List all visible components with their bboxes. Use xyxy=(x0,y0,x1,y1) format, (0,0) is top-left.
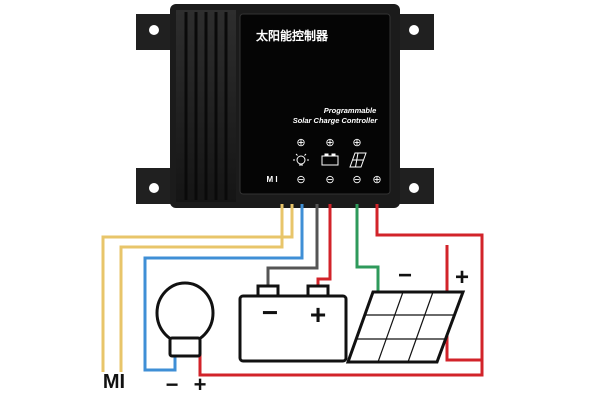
controller-housing xyxy=(170,4,400,208)
faceplate xyxy=(239,13,391,195)
battery-icon xyxy=(321,153,339,166)
wire-lamp-positive xyxy=(198,348,484,377)
panel-plus-symbol: ⊕ xyxy=(372,174,381,186)
battery-plus-symbol: ⊕ xyxy=(325,137,334,149)
wire-battery-positive xyxy=(316,212,332,295)
lamp-icon xyxy=(293,153,309,166)
lamp-minus-symbol: ⊖ xyxy=(296,174,305,186)
wire-mi-2 xyxy=(119,212,284,372)
lamp-plus-label: + xyxy=(194,372,207,397)
lamp-minus-label: − xyxy=(166,372,179,397)
lamp-plus-symbol: ⊕ xyxy=(296,137,305,149)
wire-panel-positive xyxy=(375,212,484,362)
mounting-hole xyxy=(409,25,419,35)
battery xyxy=(238,284,348,363)
solar-panel-icon xyxy=(349,152,367,168)
wire-panel-negative xyxy=(355,212,380,292)
solar-panel xyxy=(345,290,466,364)
wire-lamp-negative xyxy=(143,212,304,372)
panel-plus-label: + xyxy=(455,264,469,291)
battery-minus-label: − xyxy=(262,297,278,328)
wire-mi-1 xyxy=(101,212,294,372)
model-label: M I xyxy=(266,175,277,184)
wires xyxy=(101,212,484,377)
mounting-hole xyxy=(149,25,159,35)
panel-minus-label: − xyxy=(398,262,412,289)
cooling-ribs xyxy=(176,10,236,202)
device-title-cn: 太阳能控制器 xyxy=(256,28,329,43)
battery-plus-label: + xyxy=(310,299,326,330)
mounting-hole xyxy=(149,183,159,193)
battery-minus-symbol: ⊖ xyxy=(325,174,334,186)
panel-minus-symbol: ⊖ xyxy=(352,174,361,186)
device-title-line2: Solar Charge Controller xyxy=(293,116,379,125)
device-title-line1: Programmable xyxy=(324,106,377,115)
wire-battery-negative xyxy=(266,212,319,295)
mounting-hole xyxy=(409,183,419,193)
lamp xyxy=(155,281,215,358)
mi-label: MI xyxy=(103,371,125,393)
mounting-flanges xyxy=(136,14,434,204)
panel-plus-symbol-top: ⊕ xyxy=(352,137,361,149)
